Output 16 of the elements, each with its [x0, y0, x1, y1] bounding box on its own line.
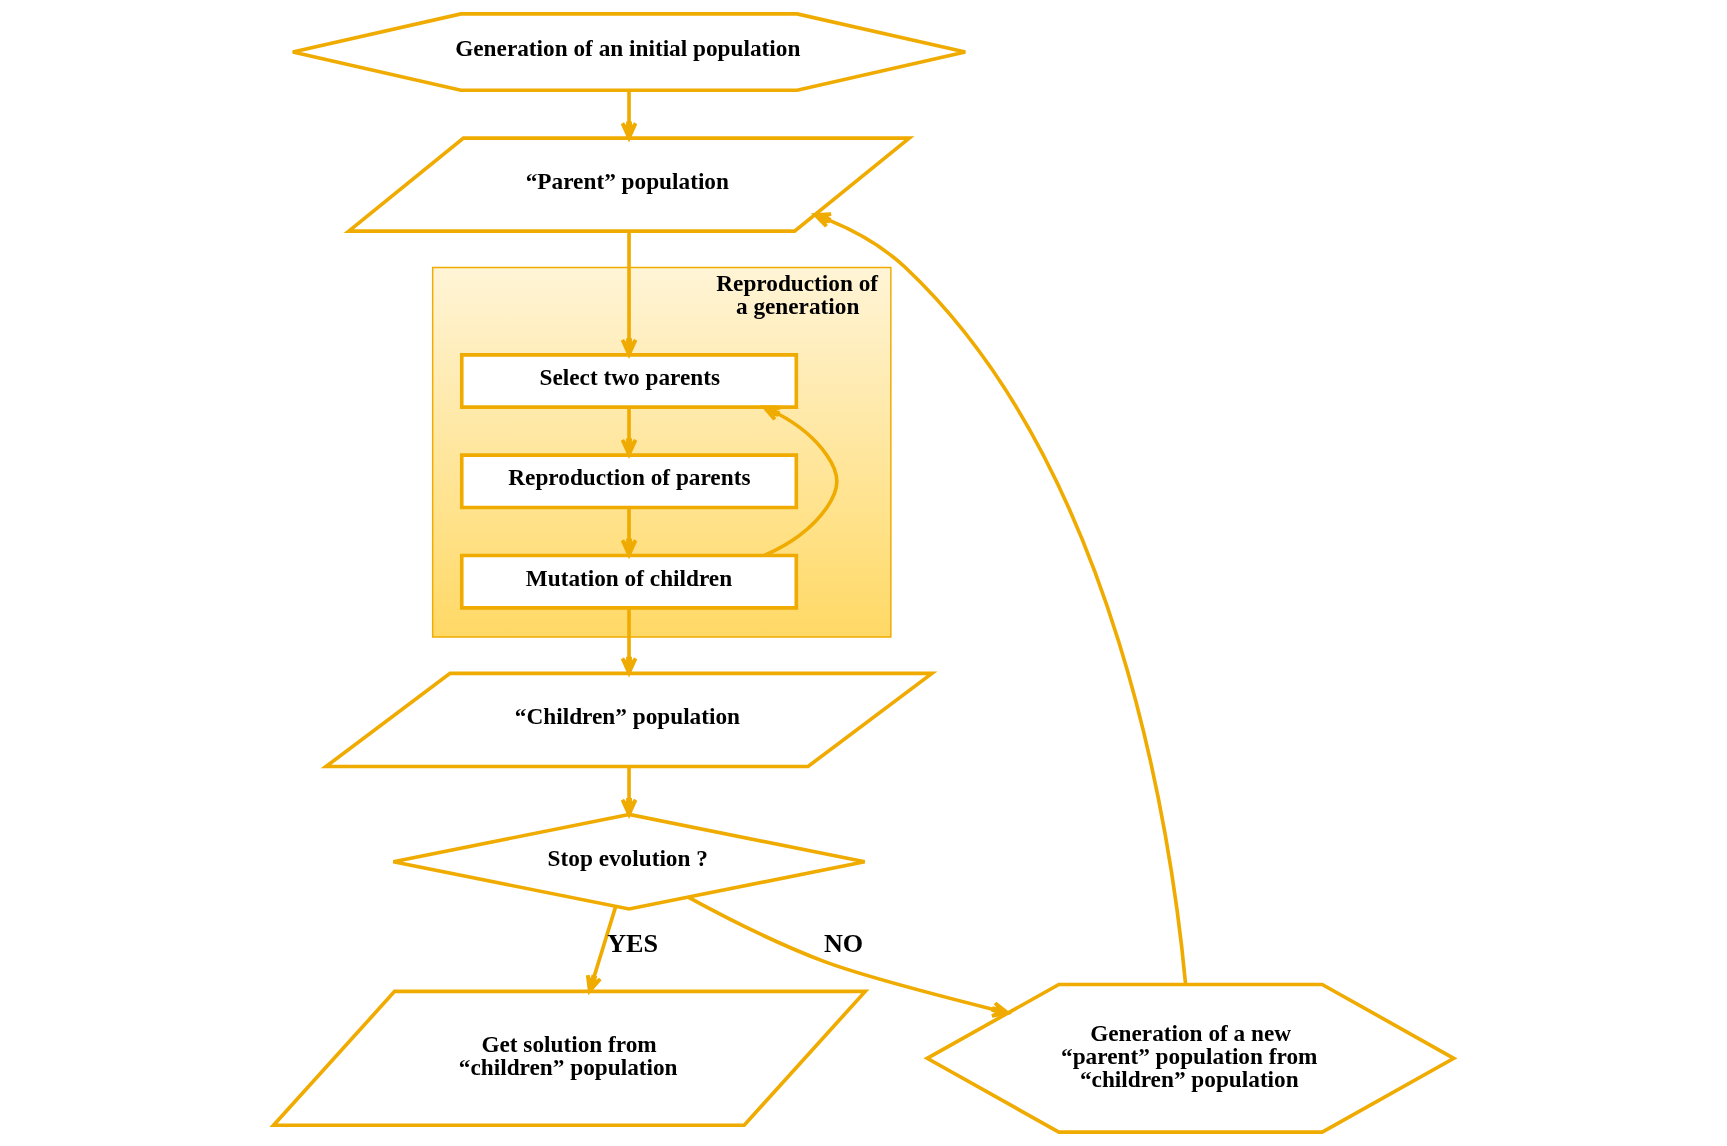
arrow	[620, 766, 637, 817]
arrow	[620, 407, 637, 457]
arrow	[687, 895, 1010, 1018]
arrow	[762, 405, 839, 558]
arrow	[620, 231, 637, 357]
edge-label: NO	[823, 928, 863, 958]
arrow	[620, 608, 637, 675]
node-diamond: Stop evolution ?	[391, 812, 866, 911]
node-box: Reproduction of parents	[459, 453, 798, 510]
edge-label: YES	[606, 928, 658, 958]
node-box: Select two parents	[459, 353, 798, 409]
arrow	[812, 212, 1187, 985]
arrow	[585, 906, 617, 993]
arrow	[620, 507, 637, 557]
arrow	[620, 90, 637, 140]
node-box: Mutation of children	[459, 553, 798, 610]
